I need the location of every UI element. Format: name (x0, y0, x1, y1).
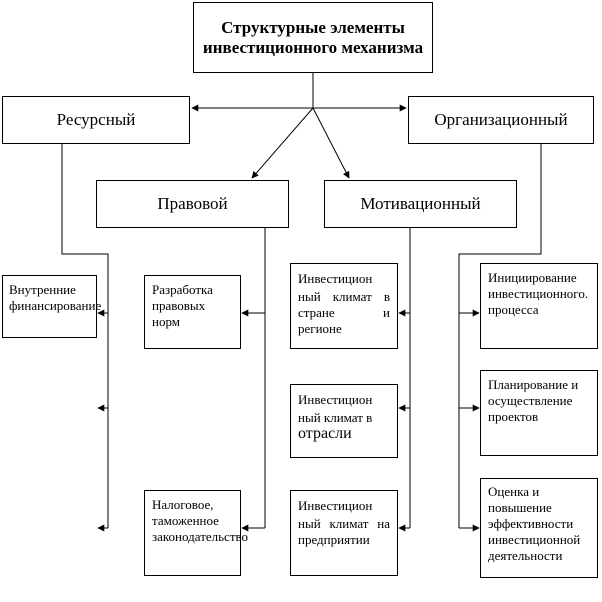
organizational-item-2: Планирование и осуществление проектов (480, 370, 598, 456)
legal-category-box: Правовой (96, 180, 289, 228)
motivational-item-1-line1: Инвестицион (298, 271, 373, 286)
organizational-item-1: Инициирование инвестиционного. процесса (480, 263, 598, 349)
motivational-item-1-line2: ный климат в стране и регионе (298, 289, 390, 336)
organizational-item-3: Оценка и повышение эффективности инвести… (480, 478, 598, 578)
legal-item-2-text: Налоговое, таможенное законодательство (152, 497, 249, 544)
motivational-item-2-line2: ный климат в (298, 410, 373, 425)
motivational-item-3-line2: ный климат на предприятии (298, 516, 390, 547)
motivational-item-3-line1: Инвестицион (298, 498, 373, 513)
organizational-item-3-text: Оценка и повышение эффективности инвести… (488, 484, 581, 563)
arrow-to-motivational (312, 107, 350, 179)
legal-category-label: Правовой (157, 194, 228, 213)
organizational-category-label: Организационный (434, 110, 568, 129)
motivational-item-2: Инвестицион ный климат в отрасли (290, 384, 398, 458)
resource-category-label: Ресурсный (56, 110, 136, 129)
motivational-item-1: Инвестицион ный климат в стране и регион… (290, 263, 398, 349)
motivational-item-2-line3: отрасли (298, 425, 352, 442)
motivational-item-3: Инвестицион ный климат на предприятии (290, 490, 398, 576)
organizational-branch-line (458, 144, 542, 528)
motivational-item-2-line1: Инвестицион (298, 392, 373, 407)
motivational-category-box: Мотивационный (324, 180, 517, 228)
diagram-title-box: Структурные элементы инвестиционного мех… (193, 2, 433, 73)
diagram-title: Структурные элементы инвестиционного мех… (202, 17, 424, 57)
resource-item-1: Внутренние финансирование (2, 275, 101, 338)
organizational-item-2-text: Планирование и осуществление проектов (488, 377, 579, 424)
legal-item-1-text: Разработка правовых норм (152, 282, 213, 329)
resource-branch-line (61, 144, 109, 528)
motivational-category-label: Мотивационный (360, 194, 481, 213)
legal-item-2: Налоговое, таможенное законодательство (144, 490, 248, 576)
organizational-item-1-text: Инициирование инвестиционного. процесса (488, 270, 589, 317)
organizational-category-box: Организационный (408, 96, 594, 144)
legal-item-1: Разработка правовых норм (144, 275, 241, 349)
resource-category-box: Ресурсный (2, 96, 190, 144)
arrow-to-legal (251, 107, 314, 179)
resource-item-1-text: Внутренние финансирование (9, 282, 102, 313)
